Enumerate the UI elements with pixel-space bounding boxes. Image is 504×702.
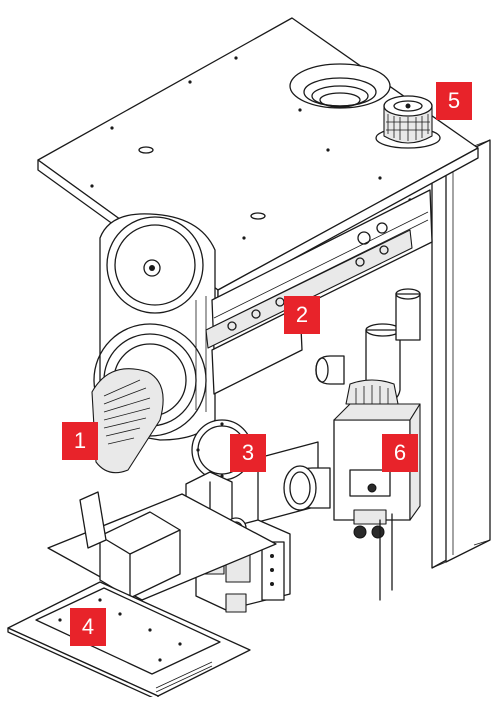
flue-adaptor <box>375 95 441 149</box>
side-panel <box>431 139 491 569</box>
callout-4: 4 <box>70 608 106 646</box>
callout-2-label: 2 <box>295 302 309 327</box>
base-tray <box>47 491 393 601</box>
callout-1-label: 1 <box>73 428 87 453</box>
callout-5-label: 5 <box>447 88 461 113</box>
fan-intake <box>91 368 164 474</box>
burner-assembly <box>205 189 433 395</box>
callout-3-label: 3 <box>241 440 255 465</box>
callout-3: 3 <box>230 434 266 472</box>
callout-4-label: 4 <box>81 614 95 639</box>
callout-6: 6 <box>382 434 418 472</box>
callout-1: 1 <box>62 422 98 460</box>
callout-6-label: 6 <box>393 440 407 465</box>
callout-2: 2 <box>284 296 320 334</box>
callout-5: 5 <box>436 82 472 120</box>
